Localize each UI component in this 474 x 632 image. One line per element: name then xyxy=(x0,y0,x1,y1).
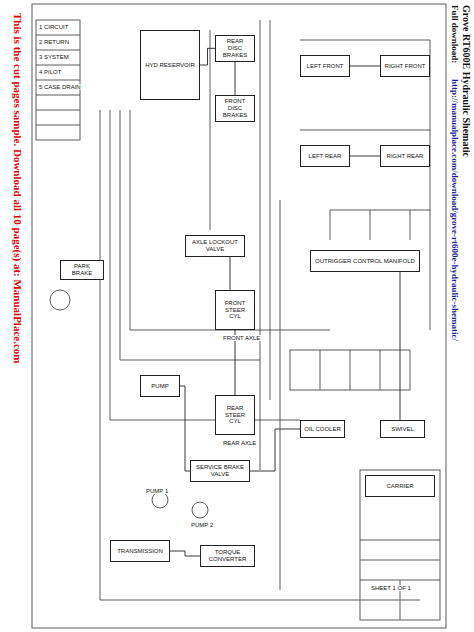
component-box: REAR STEER CYL xyxy=(215,395,255,435)
component-box: RIGHT FRONT xyxy=(380,55,430,77)
component-label: LEFT REAR xyxy=(309,153,342,160)
watermark-text: This is the cut pages sample. Download a… xyxy=(12,12,24,364)
component-box: REAR DISC BRAKES xyxy=(215,35,255,62)
component-box: PARK BRAKE xyxy=(60,260,104,280)
component-label: REAR DISC BRAKES xyxy=(219,38,251,59)
component-box: SWIVEL xyxy=(380,420,425,438)
component-label: TRANSMISSION xyxy=(117,548,163,555)
component-label: SERVICE BRAKE VALVE xyxy=(194,464,246,478)
note-label: FRONT AXLE xyxy=(222,335,261,341)
note-label: REAR AXLE xyxy=(222,440,257,446)
component-label: FRONT DISC BRAKES xyxy=(219,98,251,119)
hydraulic-line xyxy=(400,272,401,420)
note-label: 5 CASE DRAIN xyxy=(38,84,82,90)
component-box: HYD RESERVOIR xyxy=(140,30,200,100)
component-box: PUMP xyxy=(140,375,180,397)
note-label: 4 PILOT xyxy=(38,69,62,75)
hydraulic-line xyxy=(200,48,215,65)
note-label: 2 RETURN xyxy=(38,39,70,45)
component-box: LEFT FRONT xyxy=(300,55,350,77)
component-label: OUTRIGGER CONTROL MANIFOLD xyxy=(315,258,415,265)
note-label: PUMP 2 xyxy=(190,522,214,528)
component-label: CARRIER xyxy=(386,483,413,490)
component-box: TRANSMISSION xyxy=(110,540,170,562)
hydraulic-line xyxy=(180,386,190,471)
component-box: OIL COOLER xyxy=(300,420,345,438)
component-box: LEFT REAR xyxy=(300,145,350,167)
component-label: OIL COOLER xyxy=(304,426,340,433)
hydraulic-line xyxy=(235,62,236,95)
hydraulic-line xyxy=(250,429,300,471)
component-label: TORQUE CONVERTER xyxy=(204,549,251,563)
note-label: 1 CIRCUIT xyxy=(38,24,69,30)
component-label: HYD RESERVOIR xyxy=(145,62,195,69)
component-label: SWIVEL xyxy=(391,426,414,433)
component-box: CARRIER xyxy=(365,475,435,497)
component-label: PARK BRAKE xyxy=(64,263,100,277)
hydraulic-line xyxy=(350,156,380,157)
component-label: PUMP xyxy=(151,383,168,390)
component-label: LEFT FRONT xyxy=(307,63,344,70)
component-label: REAR STEER CYL xyxy=(219,405,251,426)
watermark-text: Full download: xyxy=(450,4,460,64)
component-label: RIGHT REAR xyxy=(387,153,424,160)
component-box: AXLE LOCKOUT VALVE xyxy=(185,235,245,257)
component-box: FRONT STEER CYL xyxy=(215,290,255,330)
component-box: SERVICE BRAKE VALVE xyxy=(190,460,250,482)
note-label: 3 SYSTEM xyxy=(38,54,70,60)
hydraulic-line xyxy=(170,551,200,556)
component-box: TORQUE CONVERTER xyxy=(200,545,255,567)
note-label: SHEET 1 OF 1 xyxy=(370,585,412,591)
watermark-text: Grove RT600E Hydraulic Shematic xyxy=(461,4,472,158)
component-label: RIGHT FRONT xyxy=(385,63,426,70)
note-label: PUMP 1 xyxy=(145,488,169,494)
component-label: AXLE LOCKOUT VALVE xyxy=(189,239,241,253)
hydraulic-line xyxy=(230,257,231,290)
component-box: OUTRIGGER CONTROL MANIFOLD xyxy=(310,250,420,272)
watermark-text: http://manualplace.com/download/grove-rt… xyxy=(450,78,460,342)
component-label: FRONT STEER CYL xyxy=(219,300,251,321)
component-box: FRONT DISC BRAKES xyxy=(215,95,255,122)
hydraulic-line xyxy=(350,66,380,67)
component-box: RIGHT REAR xyxy=(380,145,430,167)
